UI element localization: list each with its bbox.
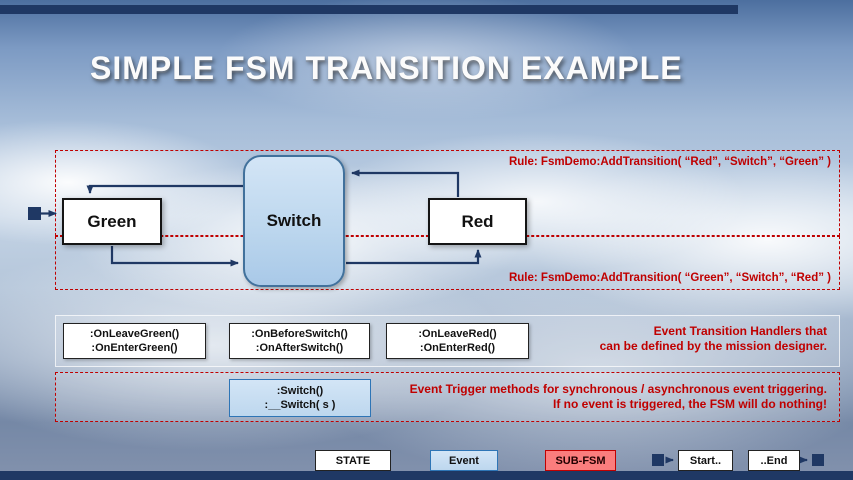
legend-state: STATE <box>315 450 391 471</box>
handler-enter-green: :OnEnterGreen() <box>91 342 178 354</box>
legend-start: Start.. <box>678 450 733 471</box>
top-bar <box>0 5 738 14</box>
handlers-panel: :OnLeaveGreen() :OnEnterGreen() :OnBefor… <box>55 315 840 367</box>
red-handlers-box: :OnLeaveRed() :OnEnterRed() <box>386 323 529 359</box>
handler-enter-red: :OnEnterRed() <box>419 342 496 354</box>
page-title: SIMPLE FSM TRANSITION EXAMPLE <box>90 50 683 86</box>
handler-before-switch: :OnBeforeSwitch() <box>251 328 348 340</box>
trigger-switch-async: :__Switch( s ) <box>264 399 336 411</box>
rule-text-bottom: Rule: FsmDemo:AddTransition( “Green”, “S… <box>508 272 831 284</box>
trigger-switch-sync: :Switch() <box>276 385 324 397</box>
switch-handlers-box: :OnBeforeSwitch() :OnAfterSwitch() <box>229 323 370 359</box>
switch-trigger-box: :Switch() :__Switch( s ) <box>229 379 371 417</box>
legend-end-marker <box>812 454 824 466</box>
green-handlers-box: :OnLeaveGreen() :OnEnterGreen() <box>63 323 206 359</box>
state-green: Green <box>62 198 162 245</box>
trigger-note: Event Trigger methods for synchronous / … <box>409 382 827 411</box>
start-marker <box>28 207 41 220</box>
legend-start-marker <box>652 454 664 466</box>
handler-after-switch: :OnAfterSwitch() <box>255 342 344 354</box>
legend-subfsm: SUB-FSM <box>545 450 616 471</box>
handler-leave-green: :OnLeaveGreen() <box>89 328 180 340</box>
event-switch-label: Switch <box>266 211 322 230</box>
rule-text-top: Rule: FsmDemo:AddTransition( “Red”, “Swi… <box>508 156 831 168</box>
handler-leave-red: :OnLeaveRed() <box>418 328 497 340</box>
event-switch: Switch <box>243 155 345 287</box>
legend-event: Event <box>430 450 498 471</box>
state-green-label: Green <box>87 211 137 231</box>
bottom-bar <box>0 471 853 480</box>
state-red: Red <box>428 198 527 245</box>
trigger-panel: :Switch() :__Switch( s ) Event Trigger m… <box>55 372 840 422</box>
handlers-note: Event Transition Handlers that can be de… <box>599 324 827 353</box>
legend-end: ..End <box>748 450 800 471</box>
state-red-label: Red <box>461 211 494 231</box>
